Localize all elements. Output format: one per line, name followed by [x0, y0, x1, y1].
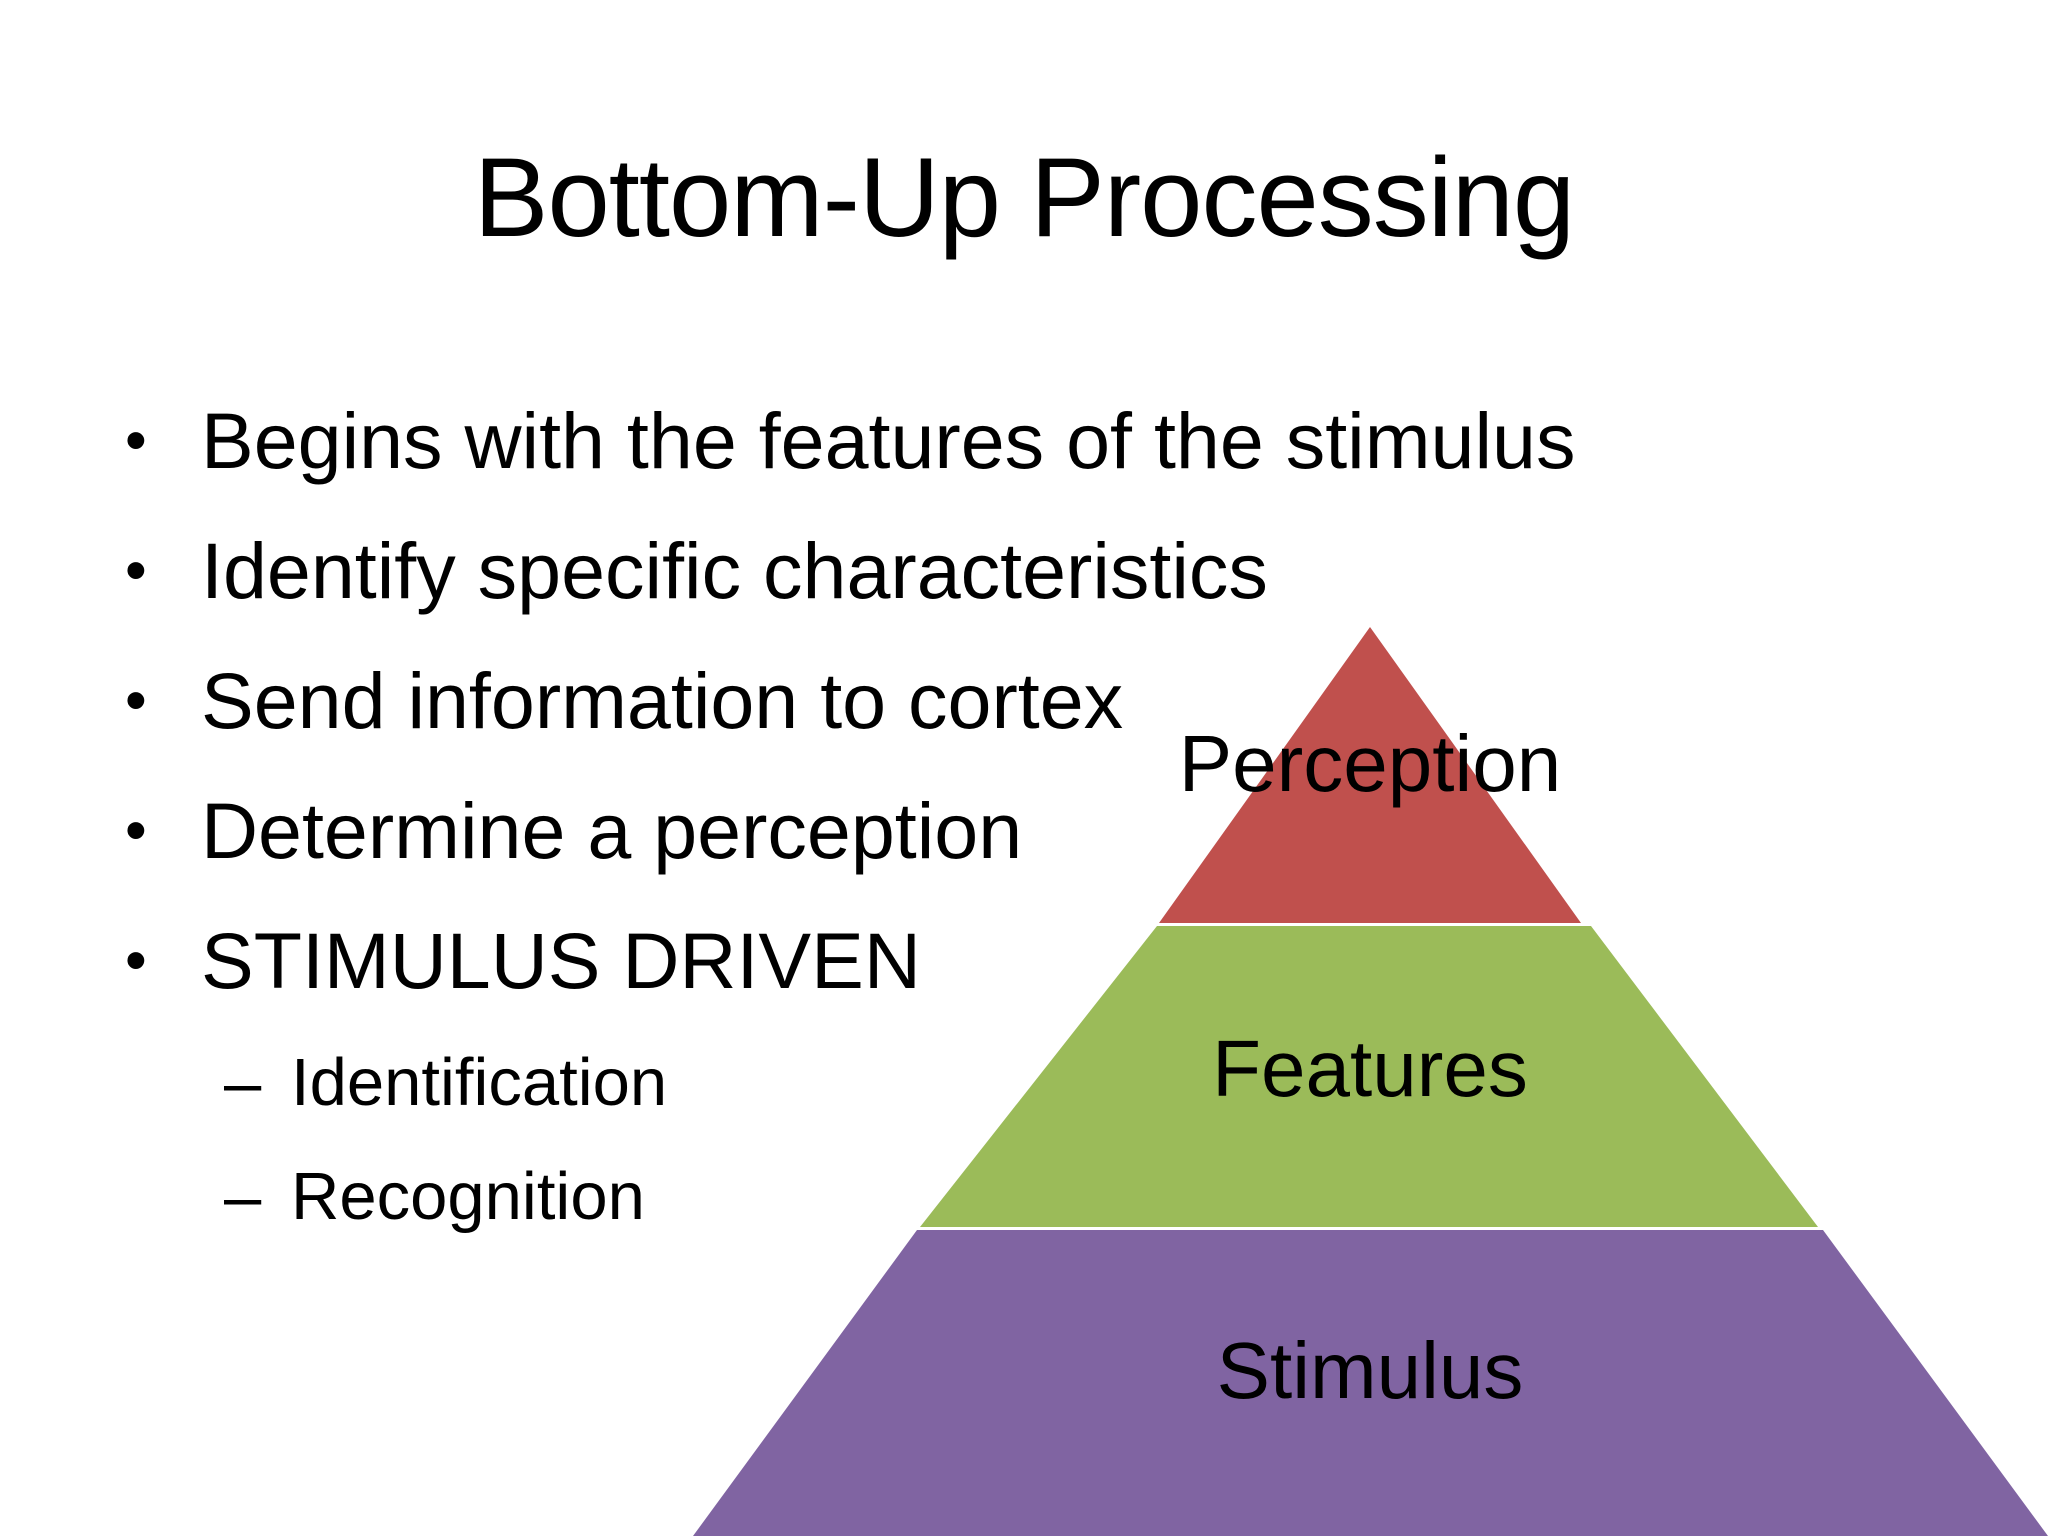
pyramid-level-perception [1159, 627, 1581, 923]
bullet-item: • Send information to cortex [125, 636, 1575, 766]
sub-bullet-marker: – [224, 1159, 262, 1234]
bullet-marker: • [125, 796, 147, 865]
bullet-text: Send information to cortex [201, 656, 1124, 745]
sub-bullet-text: Identification [291, 1045, 668, 1120]
pyramid-level-features [920, 926, 1818, 1227]
sub-bullet-item: – Recognition [125, 1140, 1575, 1254]
bullet-text: Identify specific characteristics [201, 526, 1268, 615]
bullet-text: STIMULUS DRIVEN [201, 916, 921, 1005]
pyramid-level-stimulus [693, 1230, 2048, 1536]
bullet-marker: • [125, 666, 147, 735]
bullet-item: • Identify specific characteristics [125, 506, 1575, 636]
sub-bullet-item: – Identification [125, 1026, 1575, 1140]
bullet-text: Begins with the features of the stimulus [201, 396, 1576, 485]
bullet-item: • Determine a perception [125, 766, 1575, 896]
slide-title: Bottom-Up Processing [473, 135, 1575, 260]
bullet-text: Determine a perception [201, 786, 1023, 875]
bullet-item: • Begins with the features of the stimul… [125, 376, 1575, 506]
pyramid-label-perception: Perception [1179, 719, 1561, 808]
bullet-marker: • [125, 536, 147, 605]
bullet-list: • Begins with the features of the stimul… [125, 376, 1575, 1254]
bullet-item: • STIMULUS DRIVEN [125, 896, 1575, 1026]
sub-bullet-text: Recognition [291, 1159, 645, 1234]
pyramid-label-features: Features [1212, 1024, 1528, 1113]
bullet-marker: • [125, 926, 147, 995]
sub-bullet-marker: – [224, 1045, 262, 1120]
pyramid-label-stimulus: Stimulus [1217, 1326, 1524, 1415]
bullet-marker: • [125, 406, 147, 475]
